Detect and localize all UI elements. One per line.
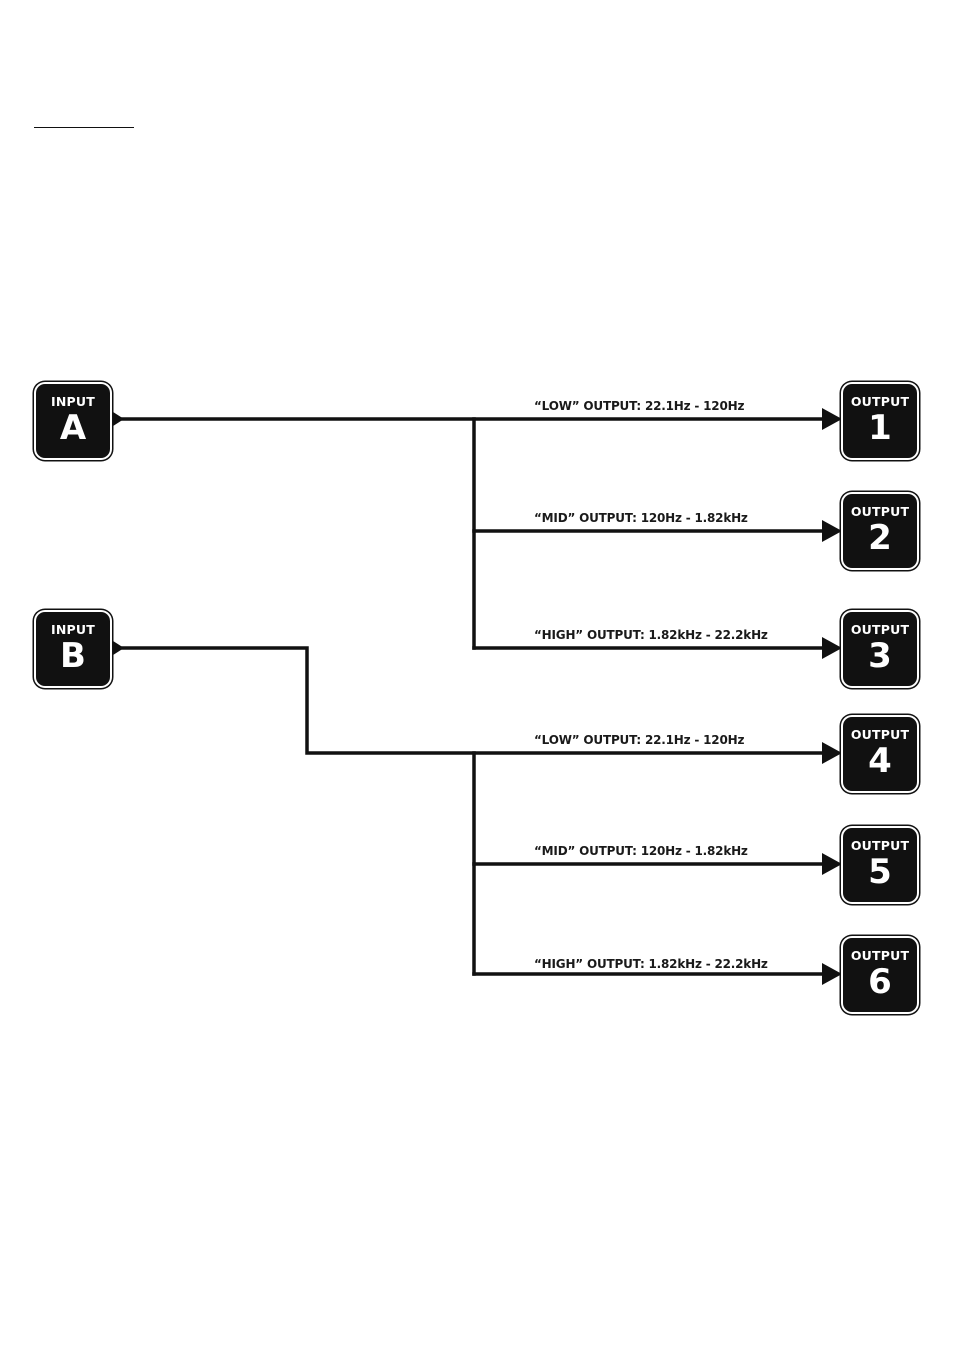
arrowhead-output-4 — [822, 742, 842, 764]
output-3-id: 3 — [843, 638, 917, 674]
output-4-box: OUTPUT 4 — [843, 717, 917, 791]
arrowhead-output-1 — [822, 408, 842, 430]
input-a-box: INPUT A — [36, 384, 110, 458]
output-2-box: OUTPUT 2 — [843, 494, 917, 568]
output-2-label: “MID” OUTPUT: 120Hz - 1.82kHz — [534, 511, 748, 525]
output-1-box: OUTPUT 1 — [843, 384, 917, 458]
output-3-box: OUTPUT 3 — [843, 612, 917, 686]
arrowhead-output-2 — [822, 520, 842, 542]
output-3-label: “HIGH” OUTPUT: 1.82kHz - 22.2kHz — [534, 628, 768, 642]
output-3-caption: OUTPUT — [843, 623, 917, 637]
output-2-caption: OUTPUT — [843, 505, 917, 519]
input-a-id: A — [36, 410, 110, 446]
output-4-id: 4 — [843, 743, 917, 779]
output-6-label: “HIGH” OUTPUT: 1.82kHz - 22.2kHz — [534, 957, 768, 971]
input-b-box: INPUT B — [36, 612, 110, 686]
output-2-id: 2 — [843, 520, 917, 556]
output-1-label: “LOW” OUTPUT: 22.1Hz - 120Hz — [534, 399, 744, 413]
output-6-box: OUTPUT 6 — [843, 938, 917, 1012]
output-1-id: 1 — [843, 410, 917, 446]
output-1-caption: OUTPUT — [843, 395, 917, 409]
output-6-id: 6 — [843, 964, 917, 1000]
output-5-id: 5 — [843, 854, 917, 890]
input-a-caption: INPUT — [36, 395, 110, 409]
input-b-port-notch — [110, 639, 124, 657]
output-4-label: “LOW” OUTPUT: 22.1Hz - 120Hz — [534, 733, 744, 747]
output-4-caption: OUTPUT — [843, 728, 917, 742]
input-b-id: B — [36, 638, 110, 674]
output-5-box: OUTPUT 5 — [843, 828, 917, 902]
arrowhead-output-3 — [822, 637, 842, 659]
output-6-caption: OUTPUT — [843, 949, 917, 963]
input-b-caption: INPUT — [36, 623, 110, 637]
input-a-port-notch — [110, 410, 124, 428]
output-5-caption: OUTPUT — [843, 839, 917, 853]
arrowhead-output-5 — [822, 853, 842, 875]
arrowhead-output-6 — [822, 963, 842, 985]
output-5-label: “MID” OUTPUT: 120Hz - 1.82kHz — [534, 844, 748, 858]
